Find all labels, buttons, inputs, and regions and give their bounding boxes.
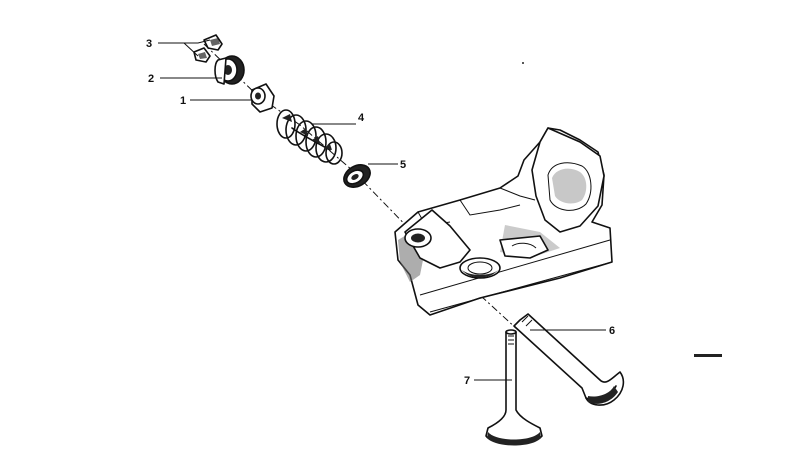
valve-vertical [485, 329, 543, 446]
callout-label-5: 5 [400, 159, 406, 171]
stray-mark [694, 354, 722, 357]
callout-label-2: 2 [148, 73, 154, 85]
valve-springs [276, 109, 343, 165]
valve-stem-seal [250, 83, 275, 113]
callout-label-6: 6 [609, 325, 615, 337]
spring-retainer [214, 55, 245, 85]
spring-seat-washer [343, 164, 371, 188]
callout-label-4: 4 [358, 112, 365, 124]
stray-dot [522, 62, 524, 64]
callout-label-1: 1 [180, 95, 186, 107]
leader-lines [158, 39, 606, 381]
valve-angled [513, 313, 625, 406]
cylinder-head-casting [394, 127, 613, 316]
valve-keepers [193, 34, 223, 63]
callout-label-7: 7 [464, 375, 470, 387]
callout-label-3: 3 [146, 38, 152, 50]
